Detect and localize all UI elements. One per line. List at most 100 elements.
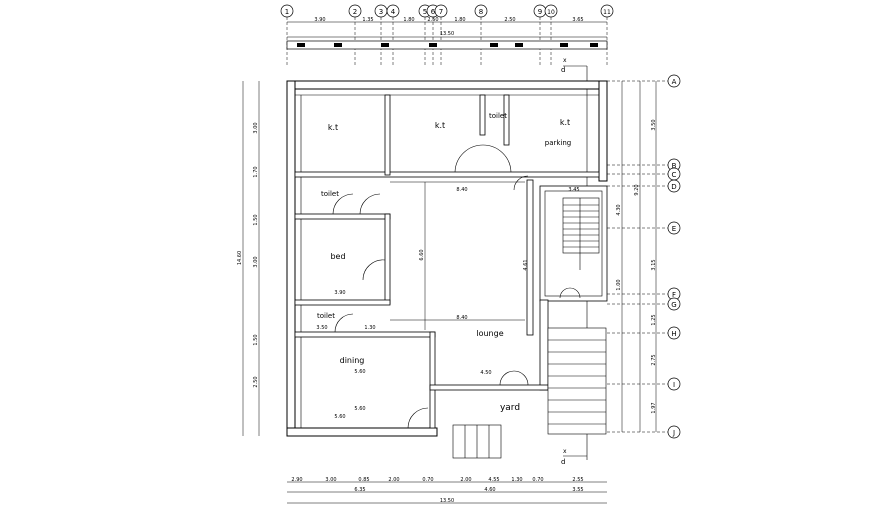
svg-text:d: d — [561, 66, 565, 74]
grid-bubble-A: A — [607, 74, 681, 88]
svg-text:3.00: 3.00 — [253, 256, 259, 267]
grid-bubble-4: 4 — [386, 4, 400, 66]
grid-bubble-11: 11 — [600, 4, 614, 66]
svg-text:x: x — [563, 448, 567, 455]
svg-text:14.60: 14.60 — [237, 251, 243, 265]
svg-text:1.30: 1.30 — [364, 325, 375, 331]
svg-text:1.00: 1.00 — [616, 279, 622, 290]
svg-text:0.70: 0.70 — [532, 477, 543, 483]
svg-text:9.20: 9.20 — [634, 184, 640, 195]
svg-text:6.60: 6.60 — [419, 249, 425, 260]
grid-bubble-9: 9 — [533, 4, 547, 66]
svg-text:10: 10 — [547, 9, 555, 16]
grid-bubble-I: I — [607, 377, 681, 391]
svg-text:1.50: 1.50 — [253, 334, 259, 345]
room-kitchen-2: k.t — [435, 121, 445, 130]
room-labels: k.t k.t k.t toilet toilet toilet bed din… — [317, 112, 571, 413]
svg-text:3.55: 3.55 — [572, 487, 583, 493]
svg-text:1.80: 1.80 — [454, 17, 465, 23]
svg-text:3.45: 3.45 — [568, 187, 579, 193]
grid-bubble-F: F — [607, 287, 681, 301]
svg-text:13.50: 13.50 — [440, 498, 454, 504]
svg-text:2.90: 2.90 — [291, 477, 302, 483]
svg-text:1: 1 — [285, 8, 289, 16]
grid-bubble-H: H — [607, 326, 681, 340]
right-grid-axes: A B C D E F G H I J — [607, 74, 681, 439]
top-grid-axes: 1 2 3 4 5 6 7 8 9 10 11 — [280, 4, 614, 66]
grid-bubble-7: 7 — [434, 4, 448, 66]
svg-text:4.60: 4.60 — [484, 487, 495, 493]
svg-text:5.60: 5.60 — [334, 414, 345, 420]
svg-text:3.00: 3.00 — [253, 122, 259, 133]
svg-text:3.65: 3.65 — [572, 17, 583, 23]
svg-text:5.60: 5.60 — [354, 406, 365, 412]
room-parking: parking — [545, 139, 572, 147]
grid-bubble-E: E — [607, 221, 681, 235]
grid-bubble-B: B — [607, 158, 681, 172]
room-bed: bed — [330, 252, 345, 261]
svg-text:6.35: 6.35 — [354, 487, 365, 493]
left-dimension-chain: 14.60 3.00 1.70 1.50 3.00 1.50 2.50 — [237, 81, 260, 436]
svg-text:d: d — [561, 458, 565, 466]
svg-text:5.60: 5.60 — [354, 369, 365, 375]
grid-bubble-3: 3 — [374, 4, 388, 66]
grid-bubble-1: 1 — [280, 4, 294, 66]
svg-text:2.50: 2.50 — [253, 376, 259, 387]
svg-text:1.25: 1.25 — [651, 314, 657, 325]
grid-bubble-2: 2 — [348, 4, 362, 66]
svg-text:3.00: 3.00 — [325, 477, 336, 483]
svg-text:2.50: 2.50 — [427, 17, 438, 23]
svg-text:0.85: 0.85 — [358, 477, 369, 483]
room-dining: dining — [340, 356, 365, 365]
svg-text:2: 2 — [353, 8, 357, 16]
room-toilet-1: toilet — [489, 112, 507, 120]
grid-bubble-G: G — [607, 297, 681, 311]
svg-text:3.50: 3.50 — [316, 325, 327, 331]
svg-text:1.30: 1.30 — [511, 477, 522, 483]
svg-text:9: 9 — [538, 8, 542, 16]
room-lounge: lounge — [476, 329, 503, 338]
room-toilet-2: toilet — [321, 190, 339, 198]
svg-text:11: 11 — [603, 9, 611, 16]
top-elevation-strip — [286, 40, 608, 50]
svg-text:E: E — [672, 225, 676, 233]
svg-text:J: J — [672, 429, 675, 437]
svg-text:x: x — [563, 57, 567, 64]
svg-text:A: A — [672, 78, 677, 86]
svg-text:8.40: 8.40 — [456, 187, 467, 193]
room-yard: yard — [500, 403, 520, 413]
right-dimension-chain: 3.50 9.20 4.30 3.15 1.00 1.25 2.75 1.97 — [616, 81, 657, 432]
svg-text:2.75: 2.75 — [651, 354, 657, 365]
svg-text:1.50: 1.50 — [253, 214, 259, 225]
svg-text:B: B — [672, 162, 677, 170]
svg-text:3.90: 3.90 — [334, 290, 345, 296]
doors — [332, 144, 581, 429]
front-steps — [452, 327, 607, 459]
svg-text:2.50: 2.50 — [504, 17, 515, 23]
svg-text:3.90: 3.90 — [314, 17, 325, 23]
svg-text:G: G — [671, 301, 676, 309]
grid-bubble-10: 10 — [544, 4, 558, 66]
svg-text:F: F — [672, 291, 676, 299]
svg-text:8.40: 8.40 — [456, 315, 467, 321]
grid-bubble-C: C — [607, 167, 681, 181]
svg-text:I: I — [673, 381, 675, 389]
grid-bubble-D: D — [607, 179, 681, 193]
svg-text:3.50: 3.50 — [651, 119, 657, 130]
room-toilet-3: toilet — [317, 312, 335, 320]
svg-text:4: 4 — [391, 8, 396, 16]
svg-text:13.50: 13.50 — [440, 31, 454, 37]
svg-text:4.61: 4.61 — [523, 259, 529, 270]
svg-text:7: 7 — [439, 8, 443, 16]
grid-bubble-8: 8 — [474, 4, 488, 66]
svg-text:2.00: 2.00 — [460, 477, 471, 483]
svg-text:5: 5 — [423, 8, 427, 16]
svg-text:4.30: 4.30 — [616, 204, 622, 215]
grid-bubble-J: J — [607, 425, 681, 439]
top-dimension-chain: 3.90 1.35 1.80 2.50 1.80 2.50 3.65 13.50 — [287, 17, 607, 38]
svg-text:6: 6 — [431, 8, 436, 16]
svg-text:2.00: 2.00 — [388, 477, 399, 483]
staircase — [562, 197, 600, 270]
room-kitchen-3: k.t — [560, 118, 570, 127]
